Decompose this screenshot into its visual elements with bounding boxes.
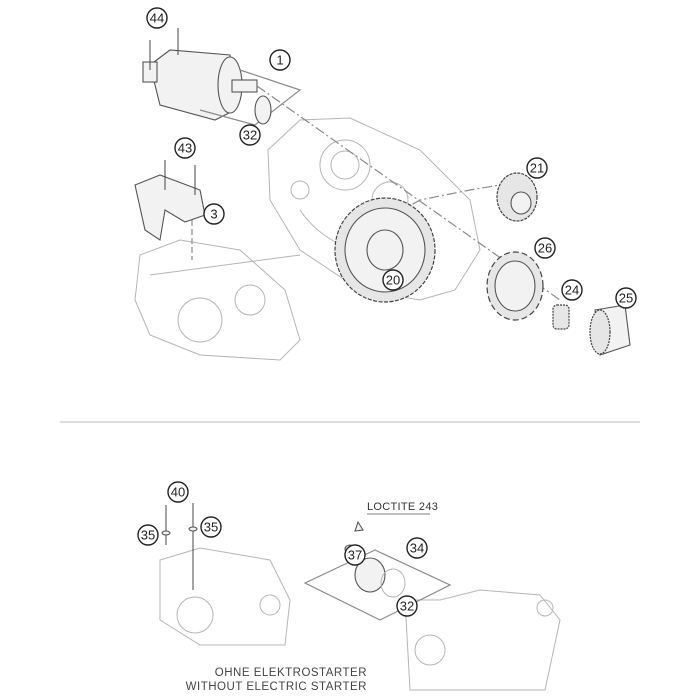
svg-text:3: 3 bbox=[210, 207, 217, 222]
callout-32-bottom: 32 bbox=[396, 595, 418, 617]
svg-text:35: 35 bbox=[141, 528, 155, 543]
svg-text:35: 35 bbox=[204, 520, 218, 535]
callout-24: 24 bbox=[561, 279, 583, 301]
caption-german: OHNE ELEKTROSTARTER bbox=[215, 667, 367, 679]
callout-35-left: 35 bbox=[137, 524, 159, 546]
loctite-note: LOCTITE 243 bbox=[367, 501, 438, 513]
engine-case-left bbox=[134, 239, 301, 361]
bracket bbox=[134, 160, 206, 260]
svg-text:44: 44 bbox=[150, 11, 164, 26]
callout-1: 1 bbox=[269, 49, 291, 71]
callout-25: 25 bbox=[615, 287, 637, 309]
intermediate-gear bbox=[349, 172, 538, 241]
primary-gear bbox=[334, 197, 436, 303]
callout-32: 32 bbox=[239, 124, 261, 146]
callout-40: 40 bbox=[167, 481, 189, 503]
svg-text:34: 34 bbox=[410, 541, 424, 556]
needle-bearing bbox=[552, 304, 570, 330]
callout-35-right: 35 bbox=[200, 516, 222, 538]
callout-37: 37 bbox=[344, 544, 366, 566]
svg-text:20: 20 bbox=[386, 273, 400, 288]
engine-case-right bbox=[267, 117, 481, 301]
starter-motor bbox=[142, 28, 561, 301]
svg-text:32: 32 bbox=[400, 599, 414, 614]
svg-text:40: 40 bbox=[171, 485, 185, 500]
callout-20: 20 bbox=[382, 269, 404, 291]
callout-26: 26 bbox=[534, 237, 556, 259]
seal-kit bbox=[303, 520, 452, 621]
svg-text:21: 21 bbox=[530, 161, 544, 176]
starter-gear bbox=[589, 304, 631, 356]
freewheel bbox=[486, 251, 544, 321]
engine-case-left-bottom bbox=[159, 503, 291, 646]
callout-3: 3 bbox=[203, 203, 225, 225]
callout-43: 43 bbox=[174, 137, 196, 159]
svg-text:1: 1 bbox=[276, 53, 283, 68]
callout-44: 44 bbox=[146, 7, 168, 29]
svg-text:32: 32 bbox=[243, 128, 257, 143]
svg-text:43: 43 bbox=[178, 141, 192, 156]
svg-text:24: 24 bbox=[565, 283, 579, 298]
callout-21: 21 bbox=[526, 157, 548, 179]
svg-text:25: 25 bbox=[619, 291, 633, 306]
engine-case-right-bottom bbox=[404, 589, 561, 691]
svg-text:37: 37 bbox=[348, 548, 362, 563]
callout-34: 34 bbox=[406, 537, 428, 559]
caption-english: WITHOUT ELECTRIC STARTER bbox=[186, 681, 367, 693]
svg-text:26: 26 bbox=[538, 241, 552, 256]
